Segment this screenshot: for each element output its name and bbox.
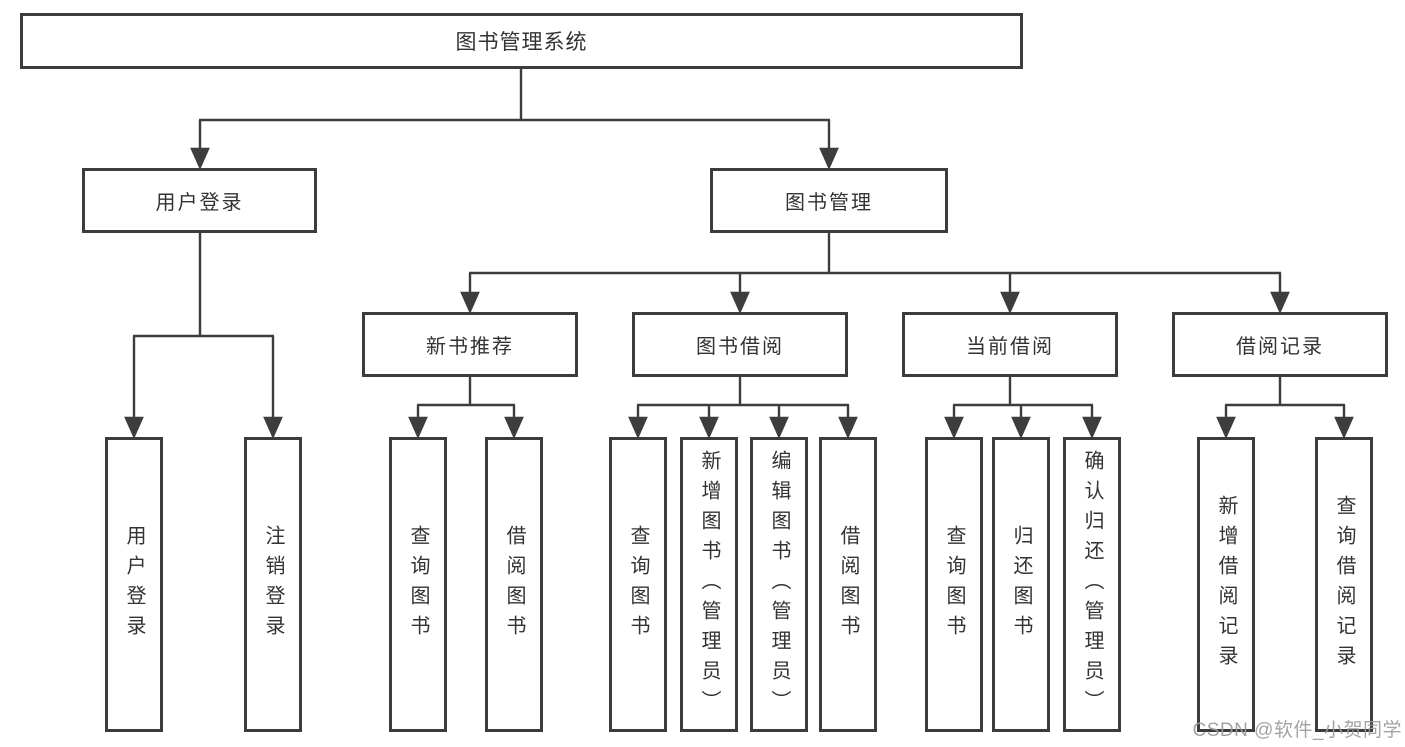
branch-borrow-records: 借阅记录 — [1172, 312, 1388, 377]
leaf-borrow-books-borrowing: 借阅图书 — [819, 437, 877, 732]
branch-current-borrowing-label: 当前借阅 — [966, 336, 1054, 358]
branch-book-borrowing: 图书借阅 — [632, 312, 848, 377]
leaf-confirm-return-admin-label: 确认归还（管理员） — [1081, 449, 1103, 720]
leaf-borrow-books-recommend: 借阅图书 — [485, 437, 543, 732]
leaf-query-books-current: 查询图书 — [925, 437, 983, 732]
root-node-library-system: 图书管理系统 — [20, 13, 1023, 69]
leaf-user-login: 用户登录 — [105, 437, 163, 732]
branch-book-management-label: 图书管理 — [785, 192, 873, 214]
leaf-user-login-label: 用户登录 — [123, 524, 145, 645]
leaf-add-book-admin: 新增图书（管理员） — [680, 437, 738, 732]
leaf-query-books-current-label: 查询图书 — [943, 524, 965, 645]
leaf-return-books: 归还图书 — [992, 437, 1050, 732]
leaf-query-books-borrowing-label: 查询图书 — [627, 524, 649, 645]
branch-new-book-recommend-label: 新书推荐 — [426, 336, 514, 358]
leaf-edit-book-admin: 编辑图书（管理员） — [750, 437, 808, 732]
leaf-return-books-label: 归还图书 — [1010, 524, 1032, 645]
leaf-borrow-books-borrowing-label: 借阅图书 — [837, 524, 859, 645]
leaf-logout-label: 注销登录 — [262, 524, 284, 645]
leaf-query-books-borrowing: 查询图书 — [609, 437, 667, 732]
branch-user-login-label: 用户登录 — [155, 192, 244, 214]
leaf-add-borrow-record-label: 新增借阅记录 — [1215, 494, 1237, 675]
branch-user-login: 用户登录 — [82, 168, 317, 233]
leaf-query-books-recommend: 查询图书 — [389, 437, 447, 732]
root-node-label: 图书管理系统 — [455, 31, 588, 54]
leaf-borrow-books-recommend-label: 借阅图书 — [503, 524, 525, 645]
branch-current-borrowing: 当前借阅 — [902, 312, 1118, 377]
csdn-watermark: CSDN @软件_小贺同学 — [1192, 720, 1402, 741]
leaf-add-borrow-record: 新增借阅记录 — [1197, 437, 1255, 732]
leaf-logout: 注销登录 — [244, 437, 302, 732]
leaf-query-books-recommend-label: 查询图书 — [407, 524, 429, 645]
branch-book-borrowing-label: 图书借阅 — [696, 336, 784, 358]
branch-book-management: 图书管理 — [710, 168, 948, 233]
branch-new-book-recommend: 新书推荐 — [362, 312, 578, 377]
branch-borrow-records-label: 借阅记录 — [1236, 336, 1324, 358]
leaf-add-book-admin-label: 新增图书（管理员） — [698, 449, 720, 720]
leaf-query-borrow-record-label: 查询借阅记录 — [1333, 494, 1355, 675]
leaf-confirm-return-admin: 确认归还（管理员） — [1063, 437, 1121, 732]
leaf-query-borrow-record: 查询借阅记录 — [1315, 437, 1373, 732]
leaf-edit-book-admin-label: 编辑图书（管理员） — [768, 449, 790, 720]
